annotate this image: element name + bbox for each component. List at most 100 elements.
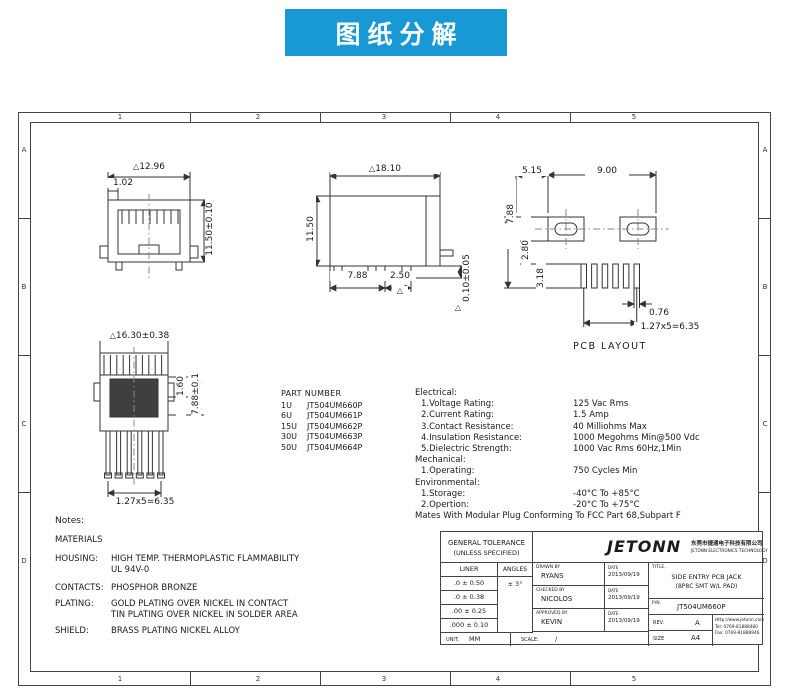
part-code: JT504UM663P [307, 432, 363, 442]
angles-header: ANGLES [498, 563, 533, 577]
ruler-number: 5 [631, 675, 637, 683]
row-letter: C [21, 420, 27, 428]
pn-label: P/N. [652, 601, 662, 606]
drawing-title-line2: (8P8C SMT W/L PAD) [675, 583, 738, 590]
signature-name: RYANS [541, 572, 564, 580]
note-row: SHIELD: BRASS PLATING NICKEL ALLOY [55, 626, 240, 637]
dim-value: 18.10 [375, 164, 401, 174]
unit-label: UNIT. [446, 637, 459, 643]
note-row: CONTACTS: PHOSPHOR BRONZE [55, 583, 197, 594]
note-line: PHOSPHOR BRONZE [111, 583, 198, 593]
spec-value: -40°C To +85°C [573, 488, 640, 499]
dim-pcb-pitch: 1.27x5=6.35 [634, 322, 706, 332]
liner-header: LINER [441, 563, 498, 577]
revision-triangle-icon: △ [369, 164, 376, 173]
row-letter: D [21, 557, 27, 565]
dim-bottom-pitch: 1.27x5=6.35 [105, 497, 185, 507]
title-cell: TITLE. SIDE ENTRY PCB JACK (8P8C SMT W/L… [649, 563, 764, 599]
signature-cell: DRAWN BY RYANS [533, 563, 605, 586]
mechanical-header: Mechanical: [415, 455, 466, 466]
rev-value: A [695, 619, 700, 627]
general-tolerance-cell: GENERAL TOLERANCE (UNLESS SPECIFIED) [441, 532, 533, 563]
dim-side-peg: 2.50 [384, 271, 416, 281]
ruler-number: 3 [381, 113, 387, 121]
row-letter: A [762, 146, 768, 154]
spec-row: 1.Operating:750 Cycles Min [415, 466, 720, 477]
bottom-view [70, 325, 230, 520]
rev-label: REV. [653, 620, 664, 626]
ruler-number: 2 [255, 675, 261, 683]
tolerance-title: GENERAL TOLERANCE [447, 539, 526, 547]
tolerance-row: .0 ± 0.38 [441, 591, 498, 605]
pcb-layout-drawing [504, 171, 669, 327]
date-cell: DATE 2013/09/19 [605, 609, 649, 632]
ruler-tick [759, 218, 771, 219]
note-line: GOLD PLATING OVER NICKEL IN CONTACT [111, 599, 289, 609]
table-row: 30U JT504UM663P [281, 432, 362, 443]
spec-value: 1.5 Amp [573, 410, 609, 421]
size-cell: SIZE A4 [649, 631, 713, 646]
date-label: DATE [608, 565, 619, 570]
spec-value: 750 Cycles Min [573, 466, 638, 477]
spec-label: 2.Opertion: [421, 500, 470, 511]
part-qty: 30U [281, 432, 298, 442]
note-row: PLATING: GOLD PLATING OVER NICKEL IN CON… [55, 599, 298, 621]
date-value: 2013/09/19 [608, 572, 640, 578]
dim-bottom-b: 7.88±0.1 [191, 354, 201, 434]
ruler-tick [18, 218, 30, 219]
spec-label: 4.Insulation Resistance: [421, 432, 523, 443]
company-cell: JETONN 东莞市捷通电子科技有限公司 JETONN ELECTRONICS … [533, 532, 768, 563]
part-code: JT504UM662P [307, 421, 363, 431]
dim-pcb-b: 9.00 [585, 166, 629, 176]
tolerance-row: .0 ± 0.50 [441, 577, 498, 591]
part-qty: 50U [281, 442, 298, 452]
date-cell: DATE 2013/09/19 [605, 586, 649, 609]
ruler-tick [320, 112, 321, 122]
ruler-tick [570, 672, 571, 686]
signature-name: KEVIN [541, 618, 563, 626]
company-logo: JETONN [607, 537, 682, 556]
revision-triangle-icon: △ [392, 286, 408, 296]
electrical-header: Electrical: [415, 388, 457, 398]
spec-label: 5.Dielectric Strength: [421, 444, 512, 455]
pcb-layout-geometry [504, 171, 669, 327]
sheet-outer-border [18, 112, 771, 686]
part-code: JT504UM660P [307, 400, 363, 410]
environmental-header: Environmental: [415, 477, 480, 488]
ruler-tick [570, 112, 571, 122]
note-line: HIGH TEMP. THERMOPLASTIC FLAMMABILITY [111, 554, 300, 564]
banner: 图纸分解 [285, 9, 507, 56]
ruler-number: 1 [117, 113, 123, 121]
dim-side-foot: 7.88 [330, 271, 385, 281]
part-qty: 15U [281, 421, 298, 431]
pn-value: JT504UM660P [677, 603, 726, 611]
title-block: GENERAL TOLERANCE (UNLESS SPECIFIED) JET… [440, 531, 768, 646]
drawing-title-line1: SIDE ENTRY PCB JACK [671, 573, 742, 581]
tolerance-subtitle: (UNLESS SPECIFIED) [453, 549, 520, 557]
banner-title: 图纸分解 [335, 19, 464, 49]
ruler-number: 4 [495, 675, 501, 683]
revision-triangle-icon: △ [450, 303, 466, 313]
signature-cell: CHECKED BY NICOLOS [533, 586, 605, 609]
part-number-cell: P/N. JT504UM660P [649, 599, 764, 615]
spec-label: 1.Voltage Rating: [421, 399, 494, 410]
note-label: SHIELD: [55, 626, 89, 636]
title-label: TITLE. [652, 565, 666, 570]
spec-value: 125 Vac Rms [573, 399, 629, 410]
ruler-number: 2 [255, 113, 261, 121]
date-label: DATE [608, 611, 619, 616]
website: Http://www.jetonn.com [715, 618, 765, 623]
materials-header: MATERIALS [55, 535, 103, 545]
spec-value: 1000 Vac Rms 60Hz,1Min [573, 444, 682, 455]
table-row: 15U JT504UM662P [281, 422, 362, 433]
company-name-cn: 东莞市捷通电子科技有限公司 [691, 541, 763, 547]
signature-role: CHECKED BY [536, 588, 565, 593]
part-code: JT504UM661P [307, 411, 363, 421]
note-label: CONTACTS: [55, 583, 104, 593]
revision-cell: REV. A [649, 615, 713, 631]
row-letter: D [762, 557, 768, 565]
dim-pcb-c: 7.88 [506, 179, 516, 249]
